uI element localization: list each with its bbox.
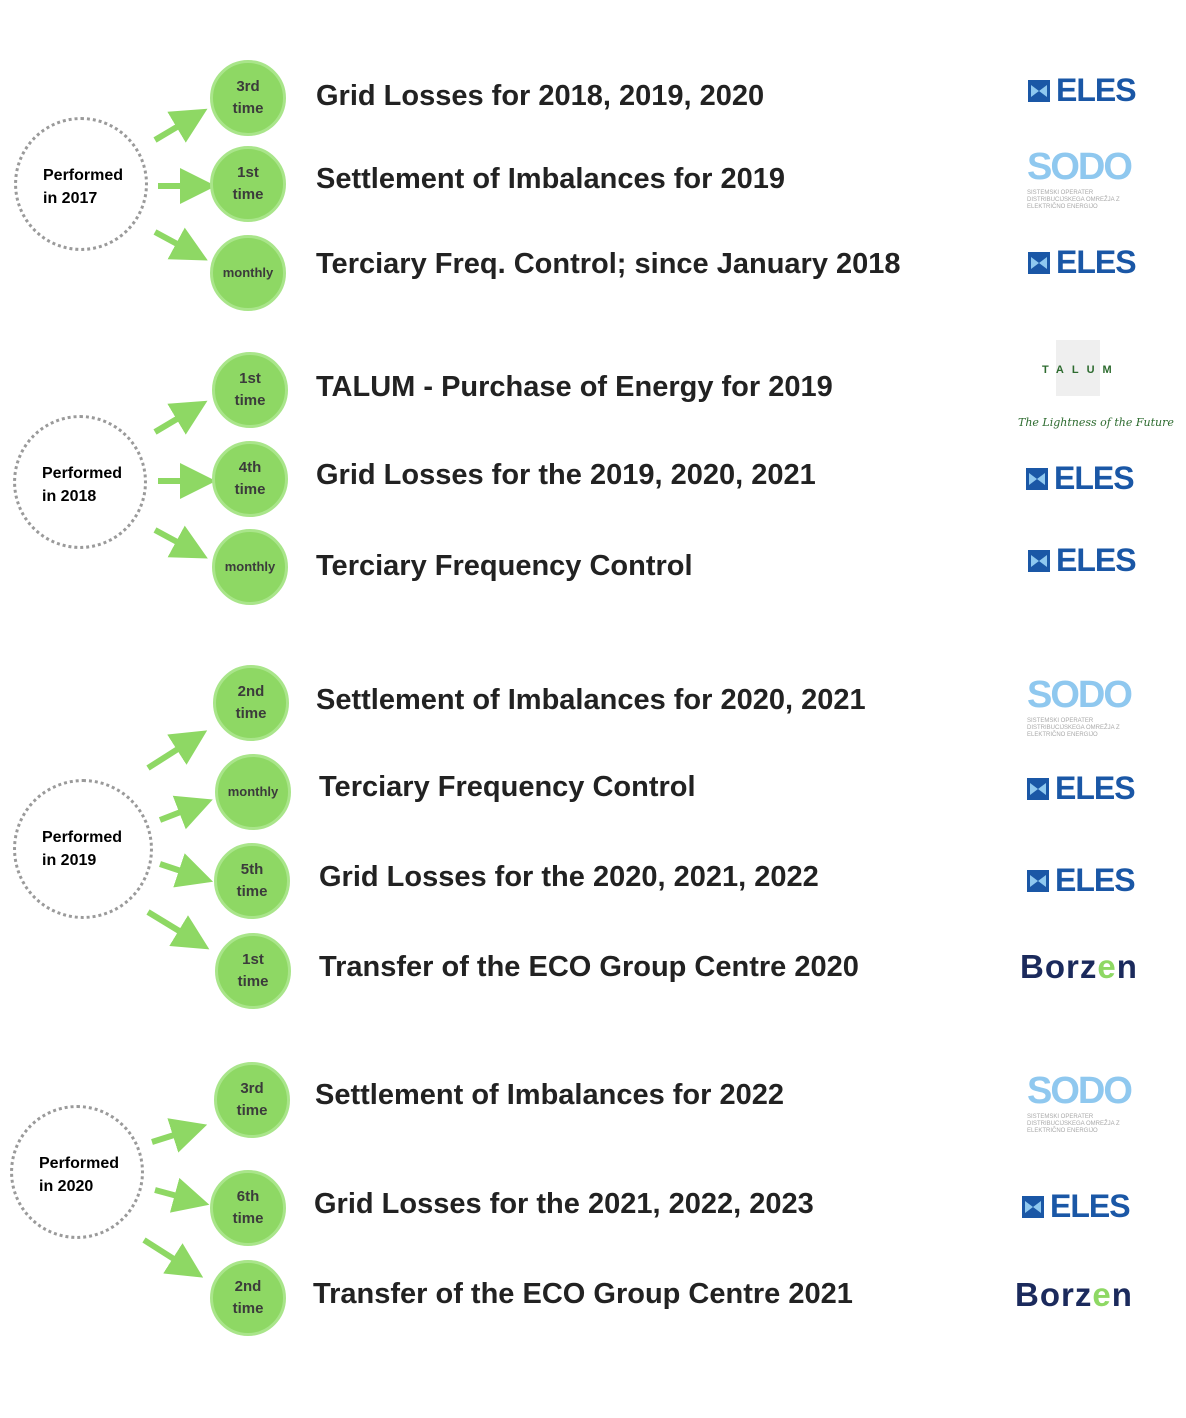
frequency-badge: monthly: [212, 529, 288, 605]
sodo-logo: SODO SISTEMSKI OPERATER DISTRIBUCIJSKEGA…: [1027, 676, 1147, 739]
arrow: [153, 525, 208, 559]
frequency-badge: 3rd time: [210, 60, 286, 136]
eles-mark-icon: [1026, 467, 1048, 490]
arrows: [142, 1118, 210, 1278]
year-label: Performed in 2019: [42, 829, 123, 869]
arrow: [158, 795, 213, 830]
year-circle: Performed in 2017: [14, 117, 148, 251]
task-label: Grid Losses for 2018, 2019, 2020: [316, 80, 765, 112]
arrow: [154, 1177, 210, 1213]
eles-logo: ELES: [1028, 244, 1137, 281]
sodo-subtitle: SISTEMSKI OPERATER DISTRIBUCIJSKEGA OMRE…: [1027, 1114, 1120, 1134]
eles-logo: ELES: [1028, 542, 1137, 579]
sodo-wordmark: SODO: [1027, 146, 1133, 188]
sodo-wordmark: SODO: [1027, 1070, 1133, 1112]
arrow: [153, 400, 208, 435]
frequency-badge: 1st time: [215, 933, 291, 1009]
arrow: [146, 909, 210, 950]
eles-mark-icon: [1028, 251, 1050, 274]
frequency-badge: monthly: [210, 235, 286, 311]
eles-logo: ELES: [1026, 460, 1135, 497]
talum-logo: TALUM The Lightness of the Future: [1018, 340, 1174, 440]
arrow: [151, 1118, 208, 1153]
eles-mark-icon: [1027, 869, 1049, 892]
eles-wordmark: ELES: [1056, 542, 1137, 578]
eles-wordmark: ELES: [1055, 770, 1136, 806]
year-circle: Performed in 2019: [13, 779, 153, 919]
arrow: [159, 853, 214, 888]
sodo-logo: SODO SISTEMSKI OPERATER DISTRIBUCIJSKEGA…: [1027, 1072, 1147, 1135]
task-label: Settlement of Imbalances for 2020, 2021: [316, 684, 866, 716]
sodo-subtitle: SISTEMSKI OPERATER DISTRIBUCIJSKEGA OMRE…: [1027, 190, 1120, 210]
task-label: Settlement of Imbalances for 2019: [316, 163, 785, 195]
frequency-badge: 2nd time: [213, 665, 289, 741]
eles-mark-icon: [1028, 79, 1050, 102]
eles-logo: ELES: [1027, 862, 1136, 899]
year-circle: Performed in 2020: [10, 1105, 144, 1239]
eles-wordmark: ELES: [1056, 244, 1137, 280]
year-label: Performed in 2018: [42, 465, 123, 505]
frequency-badge: 5th time: [214, 843, 290, 919]
task-label: Terciary Frequency Control: [316, 550, 693, 582]
eles-logo: ELES: [1028, 72, 1137, 109]
sodo-logo: SODO SISTEMSKI OPERATER DISTRIBUCIJSKEGA…: [1027, 148, 1147, 211]
frequency-badge: 6th time: [210, 1170, 286, 1246]
sodo-wordmark: SODO: [1027, 674, 1133, 716]
eles-logo: ELES: [1022, 1188, 1131, 1225]
sodo-subtitle: SISTEMSKI OPERATER DISTRIBUCIJSKEGA OMRE…: [1027, 718, 1120, 738]
eles-mark-icon: [1028, 549, 1050, 572]
borzen-accent-letter: e: [1097, 948, 1117, 985]
task-label: Settlement of Imbalances for 2022: [315, 1079, 784, 1111]
eles-mark-icon: [1027, 777, 1049, 800]
arrows: [153, 400, 216, 559]
task-label: Transfer of the ECO Group Centre 2021: [313, 1278, 853, 1310]
frequency-badge: 4th time: [212, 441, 288, 517]
frequency-badge: 1st time: [212, 352, 288, 428]
arrow: [146, 730, 208, 771]
task-label: Grid Losses for the 2020, 2021, 2022: [319, 861, 819, 893]
arrow: [142, 1237, 204, 1278]
task-label: Terciary Freq. Control; since January 20…: [316, 248, 901, 280]
frequency-badge: 3rd time: [214, 1062, 290, 1138]
eles-logo: ELES: [1027, 770, 1136, 807]
arrows: [153, 108, 216, 261]
year-label: Performed in 2017: [43, 167, 124, 207]
talum-mark: [1056, 340, 1100, 396]
talum-tagline: The Lightness of the Future: [1018, 416, 1174, 429]
borzen-logo: Borzen: [1020, 948, 1138, 985]
borzen-accent-letter: e: [1092, 1276, 1112, 1313]
year-circle: Performed in 2018: [13, 415, 147, 549]
eles-wordmark: ELES: [1054, 460, 1135, 496]
talum-wordmark: TALUM: [1042, 364, 1120, 376]
frequency-badge: 2nd time: [210, 1260, 286, 1336]
eles-wordmark: ELES: [1056, 72, 1137, 108]
year-label: Performed in 2020: [39, 1155, 120, 1195]
arrow: [153, 227, 208, 261]
eles-wordmark: ELES: [1050, 1188, 1131, 1224]
eles-mark-icon: [1022, 1195, 1044, 1218]
task-label: TALUM - Purchase of Energy for 2019: [316, 371, 833, 403]
task-label: Transfer of the ECO Group Centre 2020: [319, 951, 859, 983]
eles-wordmark: ELES: [1055, 862, 1136, 898]
arrows: [146, 730, 214, 950]
frequency-badge: monthly: [215, 754, 291, 830]
task-label: Grid Losses for the 2021, 2022, 2023: [314, 1188, 814, 1220]
arrow: [153, 108, 208, 143]
task-label: Grid Losses for the 2019, 2020, 2021: [316, 459, 816, 491]
borzen-logo: Borzen: [1015, 1276, 1133, 1313]
task-label: Terciary Frequency Control: [319, 771, 696, 803]
frequency-badge: 1st time: [210, 146, 286, 222]
